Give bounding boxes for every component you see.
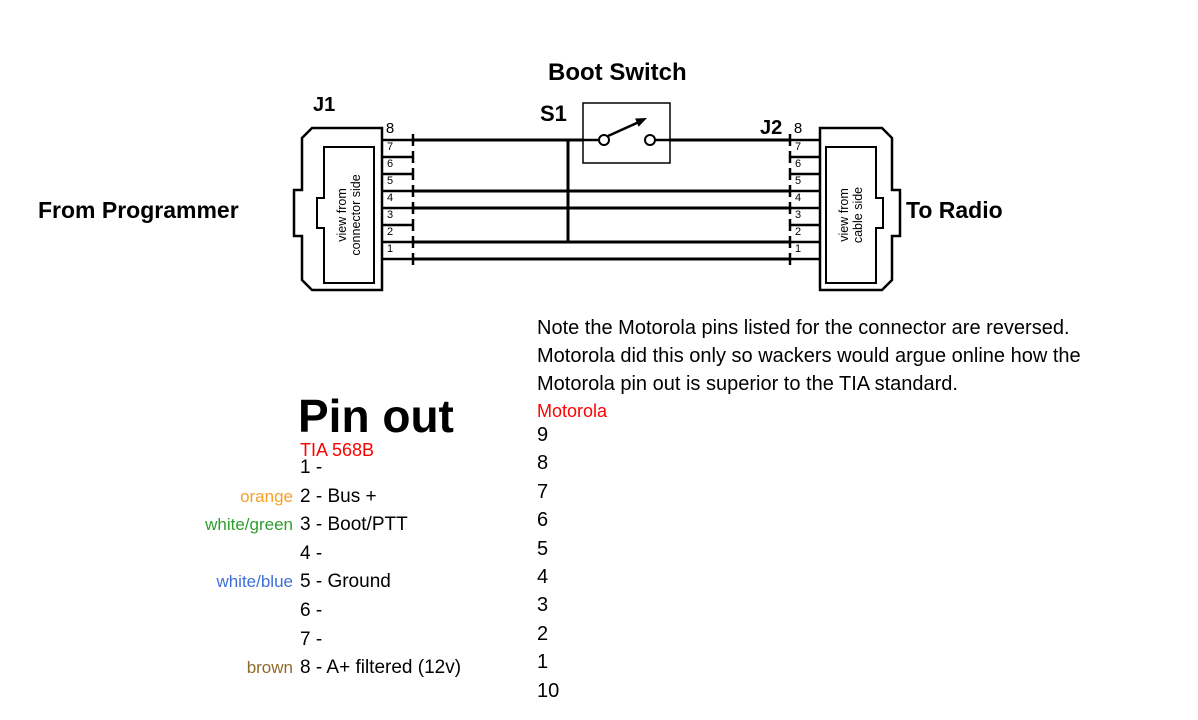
switch-s1-label: S1 bbox=[540, 101, 567, 126]
pin-number: 8 bbox=[793, 120, 803, 137]
switch-arrow-icon bbox=[635, 118, 647, 127]
pin-text: 2 - Bus + bbox=[300, 485, 377, 507]
pinout-row: brown 8 - A+ filtered (12v) bbox=[0, 654, 461, 683]
pin-number: 4 bbox=[386, 192, 394, 204]
motorola-pin: 5 bbox=[537, 537, 549, 560]
pinout-title: Pin out bbox=[298, 390, 454, 442]
pin-number: 7 bbox=[386, 141, 394, 153]
j2-view-text: view from cable side bbox=[837, 187, 865, 243]
pin-number: 6 bbox=[794, 158, 802, 170]
motorola-pin-list: 9 8 7 6 5 4 3 2 1 10 bbox=[537, 421, 559, 705]
pin-text: 1 - bbox=[300, 457, 323, 478]
pin-color-label bbox=[0, 626, 300, 655]
boot-switch-box bbox=[582, 102, 671, 164]
j2-view-text-line2: cable side bbox=[851, 186, 865, 244]
motorola-label: Motorola bbox=[537, 401, 608, 421]
switch-blade bbox=[607, 120, 640, 138]
note-text: Note the Motorola pins listed for the co… bbox=[537, 314, 1081, 398]
pinout-row: white/green 3 - Boot/PTT bbox=[0, 511, 461, 540]
pin-color-label: white/blue bbox=[216, 572, 293, 592]
motorola-pin: 2 bbox=[537, 622, 549, 645]
motorola-pin: 4 bbox=[537, 565, 549, 588]
from-programmer-label: From Programmer bbox=[38, 197, 239, 223]
pinout-row: 4 - bbox=[0, 540, 461, 569]
pin-text: 3 - Boot/PTT bbox=[300, 514, 408, 536]
note-line: Motorola pin out is superior to the TIA … bbox=[537, 373, 958, 395]
j1-view-text: view from connector side bbox=[335, 174, 363, 255]
motorola-pin: 1 bbox=[537, 651, 549, 674]
note-line: Motorola did this only so wackers would … bbox=[537, 345, 1081, 367]
motorola-pin: 9 bbox=[537, 424, 549, 446]
j1-label: J1 bbox=[313, 94, 336, 116]
pin-color-label bbox=[0, 597, 300, 626]
pin-color-label bbox=[0, 540, 300, 569]
motorola-pin: 10 bbox=[537, 679, 560, 702]
pin-color-label: white/green bbox=[205, 515, 293, 535]
pinout-row: white/blue 5 - Ground bbox=[0, 568, 461, 597]
pin-number: 1 bbox=[794, 243, 802, 255]
pin-number: 6 bbox=[386, 158, 394, 170]
j1-view-text-line2: connector side bbox=[349, 174, 363, 256]
boot-switch-symbol bbox=[583, 118, 670, 146]
switch-contact-right bbox=[644, 134, 656, 146]
pin-number: 5 bbox=[386, 175, 394, 187]
pin-text: 4 - bbox=[300, 542, 323, 564]
pin-number: 7 bbox=[794, 141, 802, 153]
j1-connector-inner bbox=[316, 146, 375, 284]
pin-number: 1 bbox=[386, 243, 394, 255]
motorola-pin: 6 bbox=[537, 509, 549, 532]
pin-number: 2 bbox=[386, 226, 394, 238]
pin-number: 5 bbox=[794, 175, 802, 187]
pinout-standard-label: TIA 568B bbox=[300, 440, 375, 460]
note-line: Note the Motorola pins listed for the co… bbox=[537, 317, 1070, 339]
motorola-pin: 3 bbox=[537, 594, 549, 617]
j2-view-text-line1: view from bbox=[837, 188, 851, 242]
boot-switch-title: Boot Switch bbox=[548, 59, 687, 86]
wiring-diagram bbox=[292, 102, 902, 292]
j2-pins bbox=[788, 134, 820, 265]
pin-number: 3 bbox=[386, 209, 394, 221]
pin-color-label: brown bbox=[246, 658, 293, 678]
pin-text: 6 - bbox=[300, 599, 323, 621]
pin-number: 8 bbox=[385, 120, 395, 137]
pin-text: 8 - A+ filtered (12v) bbox=[300, 657, 462, 679]
pin-number: 2 bbox=[794, 226, 802, 238]
pin-number: 3 bbox=[794, 209, 802, 221]
pin-color-label: orange bbox=[240, 486, 293, 506]
pin-text: 5 - Ground bbox=[300, 571, 391, 593]
pin-text: 7 - bbox=[300, 628, 323, 650]
j1-view-text-line1: view from bbox=[335, 188, 349, 242]
motorola-pin: 8 bbox=[537, 452, 549, 475]
pinout-row: 1 - bbox=[0, 454, 461, 483]
pinout-row: 6 - bbox=[0, 597, 461, 626]
pinout-row: 7 - bbox=[0, 626, 461, 655]
switch-contact-left bbox=[598, 134, 610, 146]
cable-wires bbox=[413, 138, 790, 261]
pin-color-label bbox=[0, 454, 300, 483]
pinout-list: 1 - orange 2 - Bus + white/green 3 - Boot/PT… bbox=[0, 454, 461, 683]
j1-pins bbox=[382, 134, 415, 265]
j2-connector-inner bbox=[825, 146, 884, 284]
to-radio-label: To Radio bbox=[906, 197, 1003, 223]
pinout-row: orange 2 - Bus + bbox=[0, 483, 461, 512]
motorola-pin: 7 bbox=[537, 480, 549, 503]
pin-number: 4 bbox=[794, 192, 802, 204]
j2-label: J2 bbox=[760, 117, 783, 139]
